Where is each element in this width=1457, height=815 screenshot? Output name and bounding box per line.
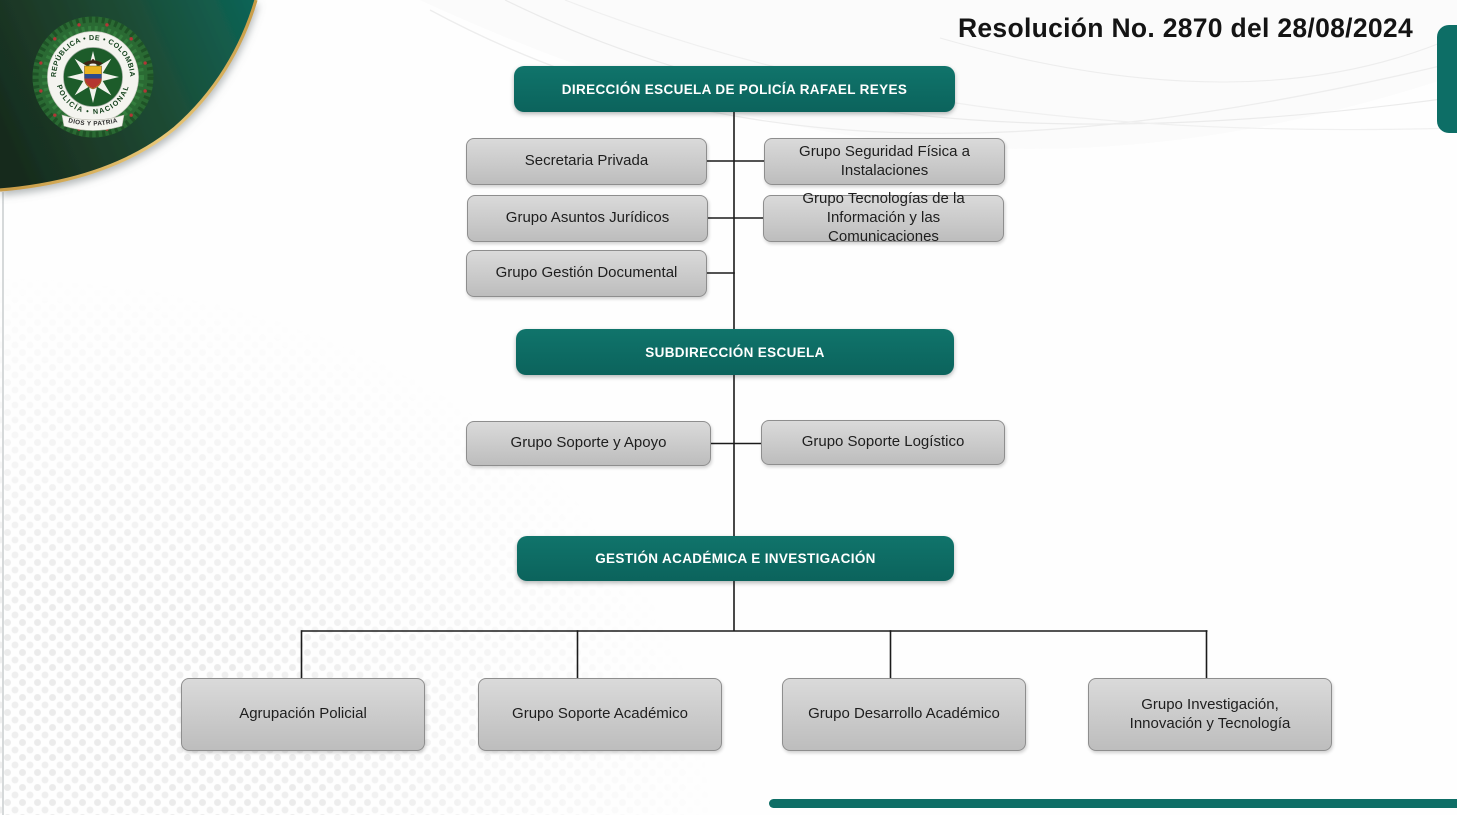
- page-title: Resolución No. 2870 del 28/08/2024: [957, 13, 1413, 43]
- org-box-gestion-academica: GESTIÓN ACADÉMICA E INVESTIGACIÓN: [517, 536, 954, 581]
- left-edge-line: [2, 192, 4, 815]
- police-emblem-icon: REPÚBLICA • DE • COLOMBIA POLICÍA • NACI…: [32, 16, 154, 138]
- org-box-grupo-asuntos-juridicos: Grupo Asuntos Jurídicos: [467, 195, 708, 242]
- org-box-grupo-tecnologias: Grupo Tecnologías de la Información y la…: [763, 190, 1004, 245]
- org-box-grupo-seguridad-fisica: Grupo Seguridad Física a Instalaciones: [764, 138, 1005, 185]
- org-box-grupo-investigacion-innovacion: Grupo Investigación, Innovación y Tecnol…: [1088, 678, 1332, 751]
- org-box-grupo-soporte-logistico: Grupo Soporte Logístico: [761, 420, 1005, 465]
- org-box-grupo-soporte-apoyo: Grupo Soporte y Apoyo: [466, 421, 711, 466]
- org-box-subdireccion-escuela: SUBDIRECCIÓN ESCUELA: [516, 329, 954, 375]
- org-box-grupo-soporte-academico: Grupo Soporte Académico: [478, 678, 722, 751]
- org-box-grupo-gestion-documental: Grupo Gestión Documental: [466, 250, 707, 297]
- bottom-accent-bar: [769, 799, 1457, 808]
- org-box-agrupacion-policial: Agrupación Policial: [181, 678, 425, 751]
- emblem-banner-text: DIOS Y PATRIA: [68, 117, 119, 127]
- right-edge-tab: [1437, 25, 1457, 133]
- corner-swoosh: REPÚBLICA • DE • COLOMBIA POLICÍA • NACI…: [0, 0, 258, 192]
- org-box-secretaria-privada: Secretaria Privada: [466, 138, 707, 185]
- emblem-coat-of-arms: [83, 59, 103, 90]
- svg-text:DIOS Y PATRIA: DIOS Y PATRIA: [68, 117, 119, 127]
- org-box-direccion-escuela: DIRECCIÓN ESCUELA DE POLICÍA RAFAEL REYE…: [514, 66, 955, 112]
- org-box-grupo-desarrollo-academico: Grupo Desarrollo Académico: [782, 678, 1026, 751]
